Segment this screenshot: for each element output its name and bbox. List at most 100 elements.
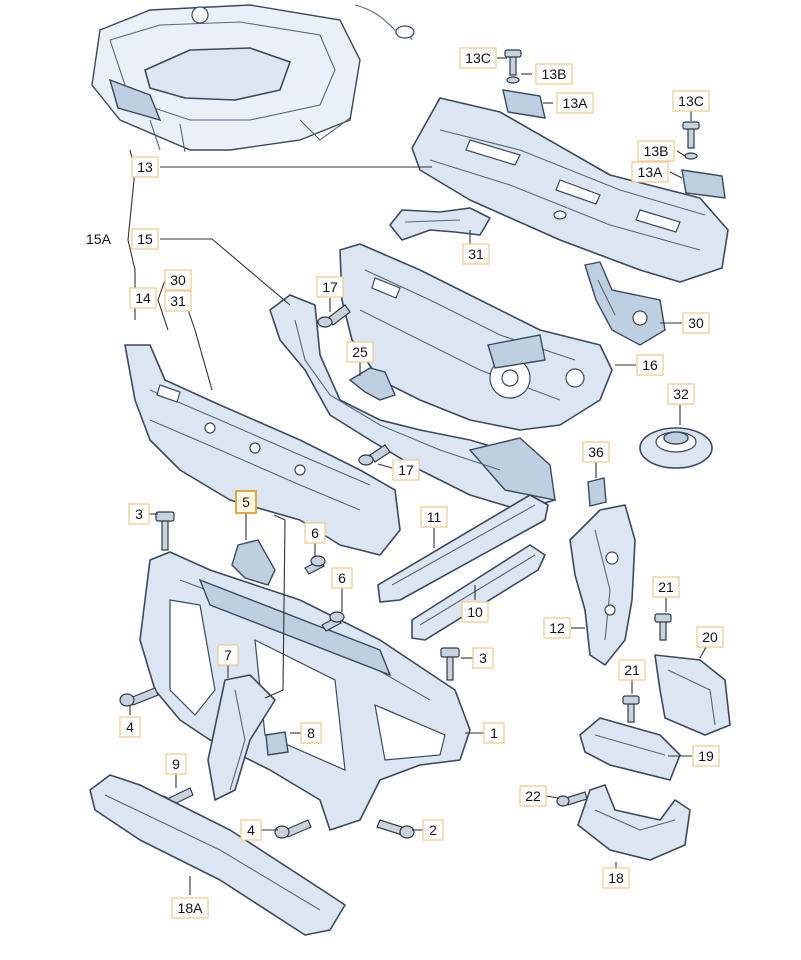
sound-insulation-15 <box>269 294 556 511</box>
callout-13a-right: 13A <box>631 161 669 183</box>
vehicle-front-body-overview <box>91 4 415 153</box>
cover-19 <box>579 717 681 781</box>
screw-17-bottom <box>358 444 391 466</box>
callout-text: 5 <box>242 494 250 510</box>
callout-31-left: 31 <box>164 290 192 312</box>
callout-text: 18A <box>178 900 204 916</box>
callout-6-a: 6 <box>304 522 326 544</box>
callout-text: 13A <box>638 164 664 180</box>
callout-text: 15 <box>137 231 153 247</box>
bracket-31 <box>389 207 491 241</box>
callout-30-left: 30 <box>164 269 192 291</box>
callout-text: 20 <box>702 629 718 645</box>
callout-22: 22 <box>519 785 547 807</box>
callout-text: 30 <box>170 272 186 288</box>
callout-text: 9 <box>172 756 180 772</box>
callout-25: 25 <box>346 341 374 363</box>
callout-9: 9 <box>165 753 187 775</box>
callout-text: 14 <box>135 290 151 306</box>
bracket-5 <box>231 539 276 586</box>
callout-text: 1 <box>490 725 498 741</box>
callout-text: 12 <box>549 620 565 636</box>
clip-36 <box>587 477 607 507</box>
callout-text: 31 <box>468 246 484 262</box>
callout-12: 12 <box>543 617 571 639</box>
callout-19: 19 <box>692 745 720 767</box>
callout-18a: 18A <box>171 897 209 919</box>
callout-text: 3 <box>135 506 143 522</box>
plenum-bracket-right <box>681 121 726 199</box>
callout-13c-top: 13C <box>459 47 497 69</box>
bracket-11 <box>377 494 549 603</box>
center-strut-7 <box>207 674 276 801</box>
callout-17-bottom: 17 <box>392 459 420 481</box>
callout-18: 18 <box>602 867 630 889</box>
screw-6-a <box>304 555 326 575</box>
callout-text: 21 <box>624 662 640 678</box>
callout-2: 2 <box>422 819 444 841</box>
screw-4-a <box>119 687 159 707</box>
bracket-20 <box>654 654 731 736</box>
plenum-panel <box>411 97 729 283</box>
plenum-bracket-top <box>502 49 546 119</box>
callout-21-a: 21 <box>652 576 680 598</box>
air-deflector-18A <box>89 774 346 936</box>
callout-13b-right: 13B <box>637 140 675 162</box>
callout-13b-top: 13B <box>535 63 573 85</box>
callout-3-top: 3 <box>128 503 150 525</box>
screw-17-top <box>317 304 351 328</box>
callout-text: 13B <box>644 143 669 159</box>
callout-text: 6 <box>338 570 346 586</box>
callout-13: 13 <box>131 156 159 178</box>
callout-text: 21 <box>658 579 674 595</box>
screw-22 <box>556 791 588 807</box>
callout-15: 15 <box>131 228 159 250</box>
bracket-30 <box>584 261 666 346</box>
screw-4-b <box>274 819 312 839</box>
callout-7: 7 <box>217 644 239 666</box>
callout-14: 14 <box>129 287 157 309</box>
callout-text: 10 <box>467 604 483 620</box>
callout-21-b: 21 <box>618 659 646 681</box>
callout-text: 19 <box>698 748 714 764</box>
callout-text: 17 <box>322 279 338 295</box>
callout-4-a: 4 <box>119 716 141 738</box>
callout-text: 13A <box>563 95 589 111</box>
callout-16: 16 <box>636 354 664 376</box>
screw-21-b <box>622 695 640 723</box>
callout-text: 11 <box>427 509 442 525</box>
callout-32: 32 <box>667 383 695 405</box>
screw-21-a <box>654 613 672 641</box>
callout-text: 17 <box>398 462 414 478</box>
callout-text: 4 <box>247 822 255 838</box>
callout-text: 25 <box>352 344 368 360</box>
callout-20: 20 <box>696 626 724 648</box>
callout-text: 30 <box>688 315 704 331</box>
callout-36: 36 <box>582 441 610 463</box>
callout-30-right: 30 <box>682 312 710 334</box>
screw-3-top <box>155 511 175 551</box>
clip-8 <box>265 731 289 756</box>
callout-text: 18 <box>608 870 624 886</box>
callout-text: 2 <box>429 822 437 838</box>
callout-text: 31 <box>170 293 186 309</box>
callout-text: 13C <box>465 50 491 66</box>
callout-11: 11 <box>420 506 448 528</box>
callout-4-b: 4 <box>240 819 262 841</box>
callout-1: 1 <box>483 722 505 744</box>
bracket-18 <box>577 784 691 861</box>
callout-text: 7 <box>224 647 232 663</box>
bolt-2 <box>376 819 415 839</box>
callout-text: 6 <box>311 525 319 541</box>
bracket-10 <box>411 544 546 641</box>
callout-text: 16 <box>642 357 658 373</box>
support-bracket-12 <box>569 504 636 666</box>
callout-10: 10 <box>461 601 489 623</box>
leader-lines <box>127 57 707 895</box>
callout-31-top: 31 <box>462 243 490 265</box>
label-15a: 15A <box>86 231 112 247</box>
bulkhead-insulation <box>339 243 613 431</box>
screw-3-mid <box>440 647 460 681</box>
callout-13c-right: 13C <box>672 90 710 112</box>
